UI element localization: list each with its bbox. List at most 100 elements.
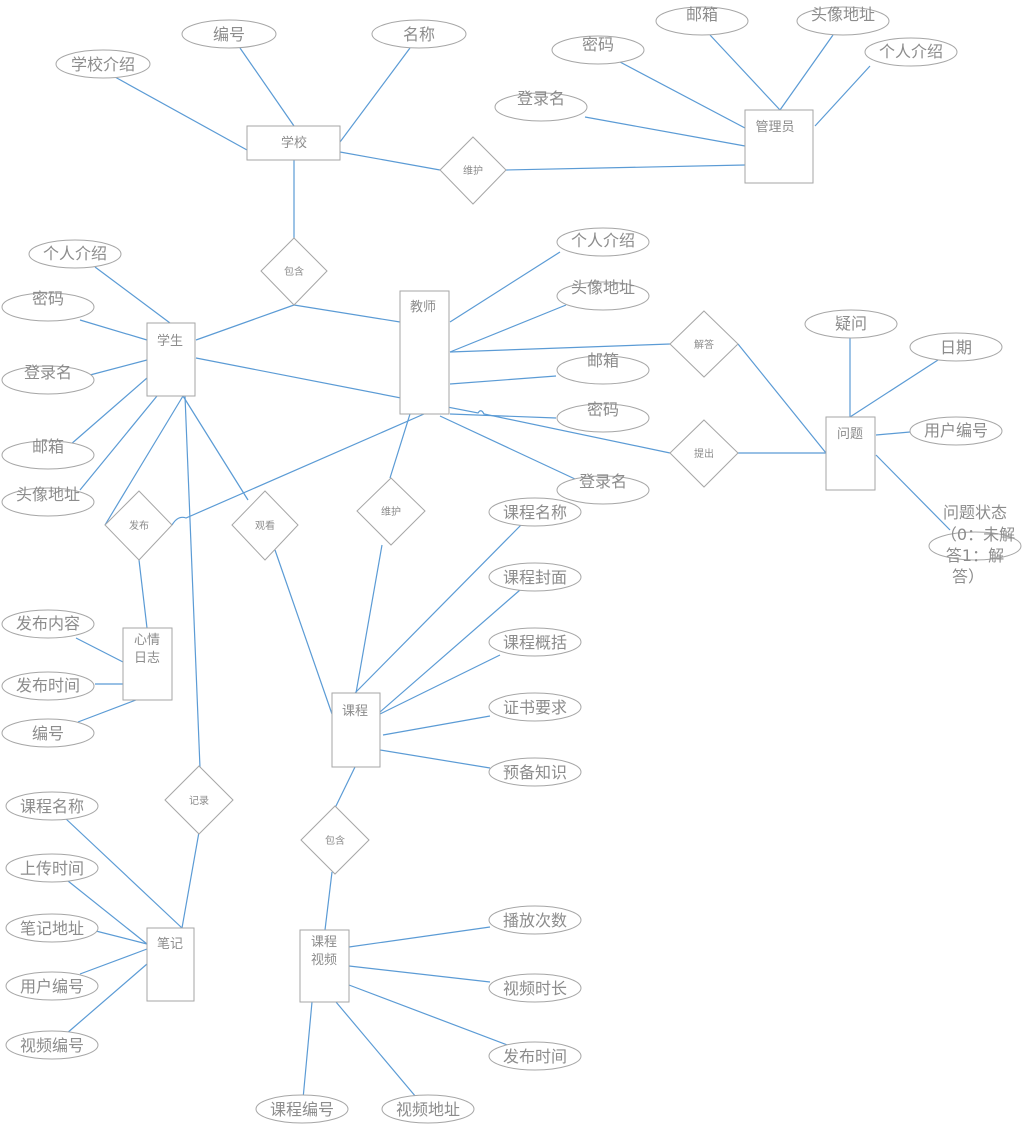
- svg-text:登录名: 登录名: [517, 89, 565, 108]
- entity-question: 问题: [825, 416, 876, 491]
- attribute-teacher-intro: 个人介绍: [556, 227, 650, 257]
- svg-text:个人介绍: 个人介绍: [43, 244, 107, 263]
- attribute-video-plays: 播放次数: [488, 905, 582, 935]
- entity-note: 笔记: [146, 927, 195, 1002]
- svg-text:登录名: 登录名: [24, 363, 72, 382]
- attribute-note-course-name: 课程名称: [5, 791, 99, 821]
- attribute-teacher-password: 密码: [556, 400, 650, 433]
- svg-text:邮箱: 邮箱: [686, 5, 718, 24]
- svg-text:笔记地址: 笔记地址: [20, 919, 84, 938]
- svg-text:（0：未解: （0：未解: [941, 525, 1015, 544]
- svg-text:视频时长: 视频时长: [503, 979, 567, 998]
- relationship-publish: 发布: [104, 490, 173, 561]
- svg-text:个人介绍: 个人介绍: [571, 231, 635, 250]
- attribute-admin-email: 邮箱: [655, 5, 749, 36]
- attribute-course-name: 课程名称: [488, 497, 582, 527]
- entity-box: [246, 125, 341, 161]
- svg-text:上传时间: 上传时间: [20, 859, 84, 878]
- entity-label: 学校: [281, 135, 307, 151]
- attribute-school-name: 名称: [371, 19, 467, 49]
- entity-box: [146, 322, 196, 397]
- attribute-school-number: 编号: [181, 19, 277, 49]
- entity-box: [399, 290, 450, 415]
- entity-label: 教师: [410, 299, 436, 315]
- attribute-course-prereq: 预备知识: [488, 757, 582, 787]
- svg-text:课程名称: 课程名称: [20, 797, 84, 816]
- svg-text:发布内容: 发布内容: [16, 614, 80, 633]
- relationship-contain-course: 包含: [300, 805, 370, 875]
- entity-label: 课程: [342, 704, 368, 719]
- attribute-note-video-no: 视频编号: [5, 1030, 99, 1060]
- attribute-mood-time: 发布时间: [1, 671, 95, 701]
- entity-label-line: 视频: [311, 953, 337, 968]
- attribute-video-course-no: 课程编号: [255, 1094, 349, 1124]
- svg-text:包含: 包含: [325, 834, 345, 847]
- entity-label-line: 课程: [311, 935, 337, 950]
- svg-text:学校介绍: 学校介绍: [71, 55, 135, 74]
- attribute-video-addr: 视频地址: [381, 1094, 475, 1124]
- svg-text:用户编号: 用户编号: [20, 977, 84, 996]
- svg-text:证书要求: 证书要求: [503, 698, 567, 717]
- svg-text:预备知识: 预备知识: [503, 763, 567, 782]
- svg-text:邮箱: 邮箱: [587, 351, 619, 370]
- attribute-question-doubt: 疑问: [804, 309, 898, 339]
- svg-text:答1：解: 答1：解: [946, 546, 1004, 565]
- svg-text:视频地址: 视频地址: [396, 1100, 460, 1119]
- attribute-teacher-email: 邮箱: [556, 351, 650, 385]
- svg-text:提出: 提出: [694, 447, 714, 460]
- relationship-raise: 提出: [669, 419, 739, 488]
- svg-text:日期: 日期: [940, 338, 972, 357]
- entity-label: 笔记: [157, 936, 183, 952]
- relationship-maintain-school: 维护: [439, 136, 507, 205]
- svg-text:头像地址: 头像地址: [16, 485, 80, 504]
- entity-course: 课程: [331, 692, 381, 768]
- svg-text:名称: 名称: [403, 25, 435, 44]
- relationship-record: 记录: [164, 765, 234, 835]
- svg-text:课程概括: 课程概括: [503, 633, 567, 652]
- attribute-question-status: 问题状态 （0：未解 答1：解 答）: [928, 503, 1022, 586]
- svg-text:登录名: 登录名: [579, 472, 627, 491]
- entity-label-line: 日志: [134, 651, 160, 666]
- attribute-video-duration: 视频时长: [488, 973, 582, 1003]
- entity-mood-log: 心情 日志: [122, 627, 173, 701]
- attribute-student-password: 密码: [1, 289, 95, 322]
- svg-text:观看: 观看: [255, 519, 275, 532]
- entity-box: [825, 416, 876, 491]
- svg-text:个人介绍: 个人介绍: [879, 42, 943, 61]
- entity-box: [122, 627, 173, 701]
- svg-text:邮箱: 邮箱: [32, 437, 64, 456]
- relationship-answer: 解答: [669, 310, 739, 378]
- svg-text:疑问: 疑问: [835, 314, 867, 333]
- svg-text:维护: 维护: [381, 505, 401, 518]
- svg-text:答）: 答）: [952, 567, 984, 586]
- svg-text:编号: 编号: [32, 724, 64, 743]
- relationship-maintain-course: 维护: [356, 477, 426, 546]
- entity-label-line: 心情: [134, 633, 160, 648]
- attribute-mood-number: 编号: [1, 718, 95, 748]
- attribute-video-time: 发布时间: [488, 1041, 582, 1071]
- attribute-note-addr: 笔记地址: [5, 913, 99, 943]
- svg-text:维护: 维护: [463, 164, 483, 177]
- entity-admin: 管理员: [744, 109, 814, 184]
- connector-lines: [64, 34, 951, 1100]
- entity-label: 问题: [837, 427, 863, 442]
- attribute-student-email: 邮箱: [1, 437, 95, 470]
- svg-text:播放次数: 播放次数: [503, 911, 567, 930]
- svg-text:解答: 解答: [694, 338, 714, 351]
- entity-label: 学生: [157, 333, 183, 349]
- attribute-note-user-no: 用户编号: [5, 971, 99, 1001]
- attribute-admin-password: 密码: [551, 35, 645, 65]
- svg-text:密码: 密码: [582, 35, 614, 54]
- svg-text:发布: 发布: [129, 519, 149, 532]
- entity-box: [299, 929, 350, 1003]
- svg-text:发布时间: 发布时间: [16, 676, 80, 695]
- attribute-course-cert: 证书要求: [488, 692, 582, 722]
- attribute-course-cover: 课程封面: [488, 562, 582, 592]
- entity-school: 学校: [246, 125, 341, 161]
- attribute-course-summary: 课程概括: [488, 627, 582, 657]
- attribute-student-avatar: 头像地址: [1, 485, 95, 517]
- attribute-teacher-avatar: 头像地址: [556, 278, 650, 311]
- svg-text:课程编号: 课程编号: [270, 1100, 334, 1119]
- attribute-question-user-no: 用户编号: [909, 416, 1003, 446]
- attribute-teacher-login: 登录名: [556, 472, 650, 505]
